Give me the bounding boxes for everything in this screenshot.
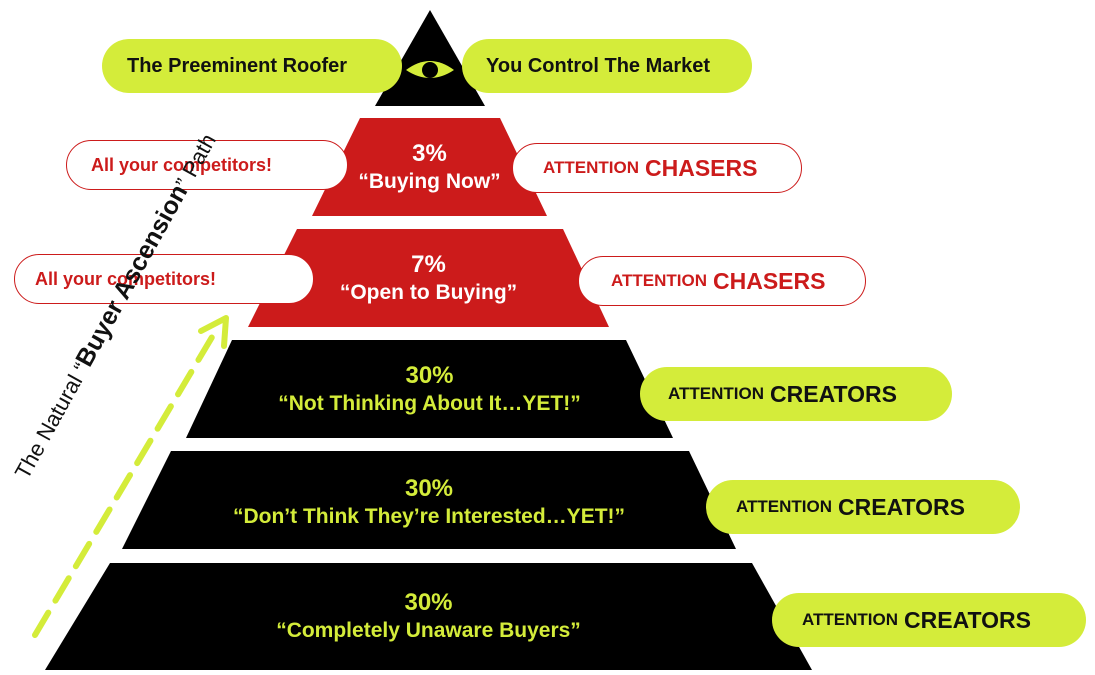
tier-2-tag-small: ATTENTION bbox=[611, 271, 708, 290]
tier-5-right-pill: ATTENTION CREATORS bbox=[772, 593, 1086, 647]
tier-3-tag-big: CREATORS bbox=[770, 380, 897, 407]
tier-2-right-pill: ATTENTION CHASERS bbox=[578, 256, 866, 306]
tier-1-left-pill: All your competitors! bbox=[66, 140, 348, 190]
top-right-pill: You Control The Market bbox=[462, 39, 752, 93]
tier-4-percent: 30% bbox=[404, 475, 454, 502]
tier-4-right-pill: ATTENTION CREATORS bbox=[706, 480, 1020, 534]
tier-4-label: “Don’t Think They’re Interested…YET!” bbox=[232, 505, 626, 528]
tier-1-text: 3% “Buying Now” bbox=[312, 139, 547, 195]
tier-band-buying-now bbox=[312, 118, 547, 216]
ascension-path-line bbox=[32, 324, 221, 638]
tier-2-percent: 7% bbox=[411, 251, 446, 278]
tier-4-tag-small: ATTENTION bbox=[736, 497, 833, 516]
tier-5-text: 30% “Completely Unaware Buyers” bbox=[45, 588, 812, 644]
tier-1-competitors-label: All your competitors! bbox=[91, 154, 273, 175]
eye-icon bbox=[406, 61, 454, 78]
tier-2-text: 7% “Open to Buying” bbox=[248, 250, 609, 306]
tier-3-tag-small: ATTENTION bbox=[668, 384, 765, 403]
tier-4-tag-big: CREATORS bbox=[838, 493, 965, 520]
tier-3-right-pill: ATTENTION CREATORS bbox=[640, 367, 952, 421]
tier-3-percent: 30% bbox=[405, 362, 454, 389]
tier-5-percent: 30% bbox=[404, 589, 453, 616]
tier-5-label: “Completely Unaware Buyers” bbox=[276, 619, 581, 642]
control-market-label: You Control The Market bbox=[486, 54, 711, 77]
tier-1-tag-small: ATTENTION bbox=[543, 158, 640, 177]
tier-5-tag-big: CREATORS bbox=[904, 606, 1031, 633]
tier-1-percent: 3% bbox=[412, 140, 447, 167]
pyramid-apex bbox=[375, 10, 485, 106]
tier-4-text: 30% “Don’t Think They’re Interested…YET!… bbox=[122, 474, 736, 530]
preeminent-roofer-label: The Preeminent Roofer bbox=[127, 54, 348, 77]
tier-3-label: “Not Thinking About It…YET!” bbox=[278, 392, 581, 415]
tier-5-tag-small: ATTENTION bbox=[802, 610, 899, 629]
tier-band-dont-think bbox=[122, 451, 736, 549]
tier-1-tag-big: CHASERS bbox=[645, 154, 758, 181]
ascension-arrowhead bbox=[198, 315, 229, 349]
tier-1-label: “Buying Now” bbox=[358, 170, 501, 193]
top-left-pill: The Preeminent Roofer bbox=[102, 39, 402, 93]
tier-2-left-pill: All your competitors! bbox=[14, 254, 314, 304]
tier-2-competitors-label: All your competitors! bbox=[35, 268, 217, 289]
tier-band-unaware bbox=[45, 563, 812, 670]
tier-band-open-to-buying bbox=[248, 229, 609, 327]
tier-2-tag-big: CHASERS bbox=[713, 267, 826, 294]
tier-3-text: 30% “Not Thinking About It…YET!” bbox=[186, 361, 673, 417]
tier-1-right-pill: ATTENTION CHASERS bbox=[512, 143, 802, 193]
tier-2-label: “Open to Buying” bbox=[339, 281, 518, 304]
tier-band-not-thinking bbox=[186, 340, 673, 438]
